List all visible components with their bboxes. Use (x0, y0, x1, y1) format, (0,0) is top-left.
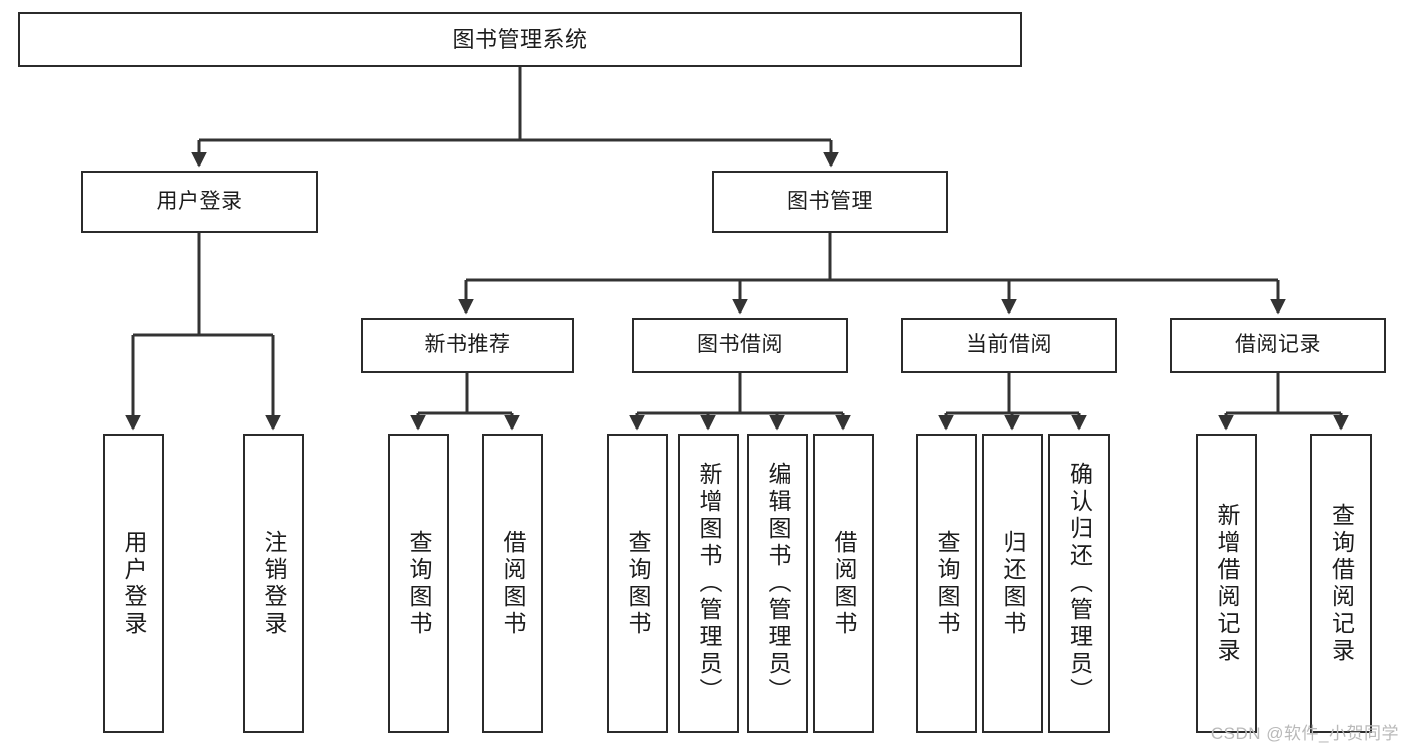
node-label: 查询借阅记录 (1328, 502, 1355, 665)
node-current-borrow[interactable]: 当前借阅 (901, 318, 1117, 373)
leaf-query-book-new[interactable]: 查询图书 (388, 434, 449, 733)
node-label: 编辑图书（管理员） (765, 462, 791, 705)
leaf-query-borrow-record[interactable]: 查询借阅记录 (1310, 434, 1372, 733)
node-label: 查询图书 (406, 529, 432, 638)
leaf-logout[interactable]: 注销登录 (243, 434, 304, 733)
leaf-query-book-borrow[interactable]: 查询图书 (607, 434, 668, 733)
node-label: 查询图书 (625, 529, 651, 638)
node-label: 用户登录 (121, 529, 147, 638)
leaf-user-login[interactable]: 用户登录 (103, 434, 164, 733)
node-label: 图书借阅 (697, 333, 783, 357)
node-label: 注销登录 (261, 529, 287, 638)
node-label: 归还图书 (1000, 529, 1026, 638)
node-label: 图书管理系统 (452, 26, 588, 52)
leaf-return-book[interactable]: 归还图书 (982, 434, 1043, 733)
leaf-add-borrow-record[interactable]: 新增借阅记录 (1196, 434, 1257, 733)
leaf-confirm-return-admin[interactable]: 确认归还（管理员） (1048, 434, 1110, 733)
node-book-management[interactable]: 图书管理 (712, 171, 948, 233)
node-label: 新增图书（管理员） (696, 462, 722, 705)
leaf-edit-book-admin[interactable]: 编辑图书（管理员） (747, 434, 808, 733)
node-user-login[interactable]: 用户登录 (81, 171, 318, 233)
node-label: 借阅图书 (831, 529, 857, 638)
node-root[interactable]: 图书管理系统 (18, 12, 1022, 67)
node-borrow-record[interactable]: 借阅记录 (1170, 318, 1386, 373)
node-label: 借阅图书 (500, 529, 526, 638)
node-label: 新增借阅记录 (1214, 502, 1240, 665)
node-label: 确认归还（管理员） (1066, 462, 1093, 705)
node-label: 查询图书 (934, 529, 960, 638)
node-label: 当前借阅 (966, 333, 1052, 357)
node-book-borrow[interactable]: 图书借阅 (632, 318, 848, 373)
node-label: 用户登录 (156, 189, 243, 213)
leaf-borrow-book[interactable]: 借阅图书 (813, 434, 874, 733)
node-label: 借阅记录 (1235, 333, 1321, 357)
csdn-watermark: CSDN @软件_小贺同学 (1210, 724, 1399, 743)
leaf-add-book-admin[interactable]: 新增图书（管理员） (678, 434, 739, 733)
leaf-query-book-current[interactable]: 查询图书 (916, 434, 977, 733)
node-new-book-recommend[interactable]: 新书推荐 (361, 318, 574, 373)
leaf-borrow-book-new[interactable]: 借阅图书 (482, 434, 543, 733)
node-label: 新书推荐 (424, 333, 511, 357)
node-label: 图书管理 (787, 189, 873, 213)
